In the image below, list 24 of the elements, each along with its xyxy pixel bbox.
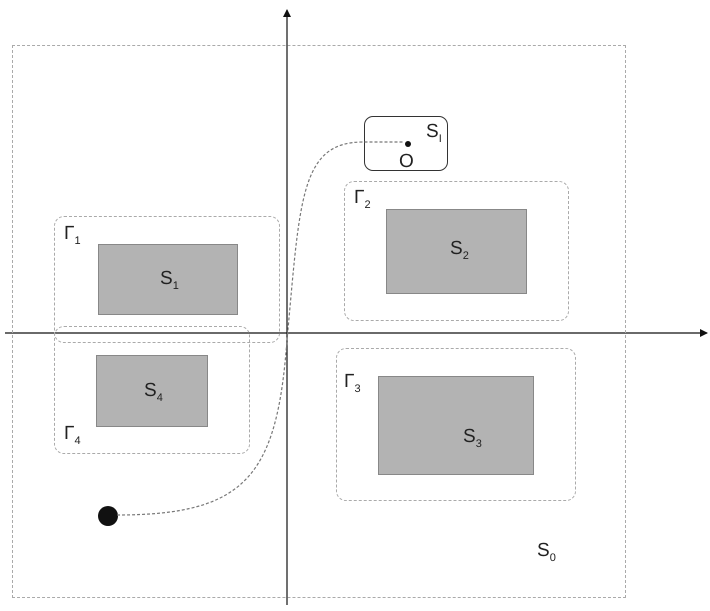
obstacle-rect bbox=[378, 376, 534, 475]
set-label: S$_{3}$ bbox=[463, 427, 482, 450]
neighborhood-region bbox=[336, 348, 576, 501]
obstacle-rect bbox=[386, 209, 527, 294]
region-label: Γ$_{1}$ bbox=[64, 224, 81, 247]
set-label: S$_{I}$ bbox=[426, 122, 442, 145]
obstacle-rect bbox=[96, 355, 208, 427]
region-label: Γ$_{3}$ bbox=[344, 372, 361, 395]
set-label: S$_{2}$ bbox=[450, 239, 469, 262]
path-curve bbox=[116, 141, 403, 516]
domain-outline bbox=[12, 45, 626, 598]
neighborhood-region bbox=[54, 326, 250, 454]
set-label: S$_{4}$ bbox=[144, 381, 163, 404]
target-point bbox=[405, 141, 411, 147]
neighborhood-region bbox=[54, 216, 280, 343]
neighborhood-region bbox=[344, 181, 569, 321]
point-label: O bbox=[399, 152, 414, 171]
obstacle-rect bbox=[98, 244, 238, 315]
target-box bbox=[364, 116, 448, 171]
set-label: S$_{0}$ bbox=[537, 541, 556, 564]
region-label: Γ$_{2}$ bbox=[354, 188, 371, 211]
start-point bbox=[98, 506, 118, 526]
region-label: Γ$_{4}$ bbox=[64, 424, 81, 447]
set-label: S$_{1}$ bbox=[160, 269, 179, 292]
